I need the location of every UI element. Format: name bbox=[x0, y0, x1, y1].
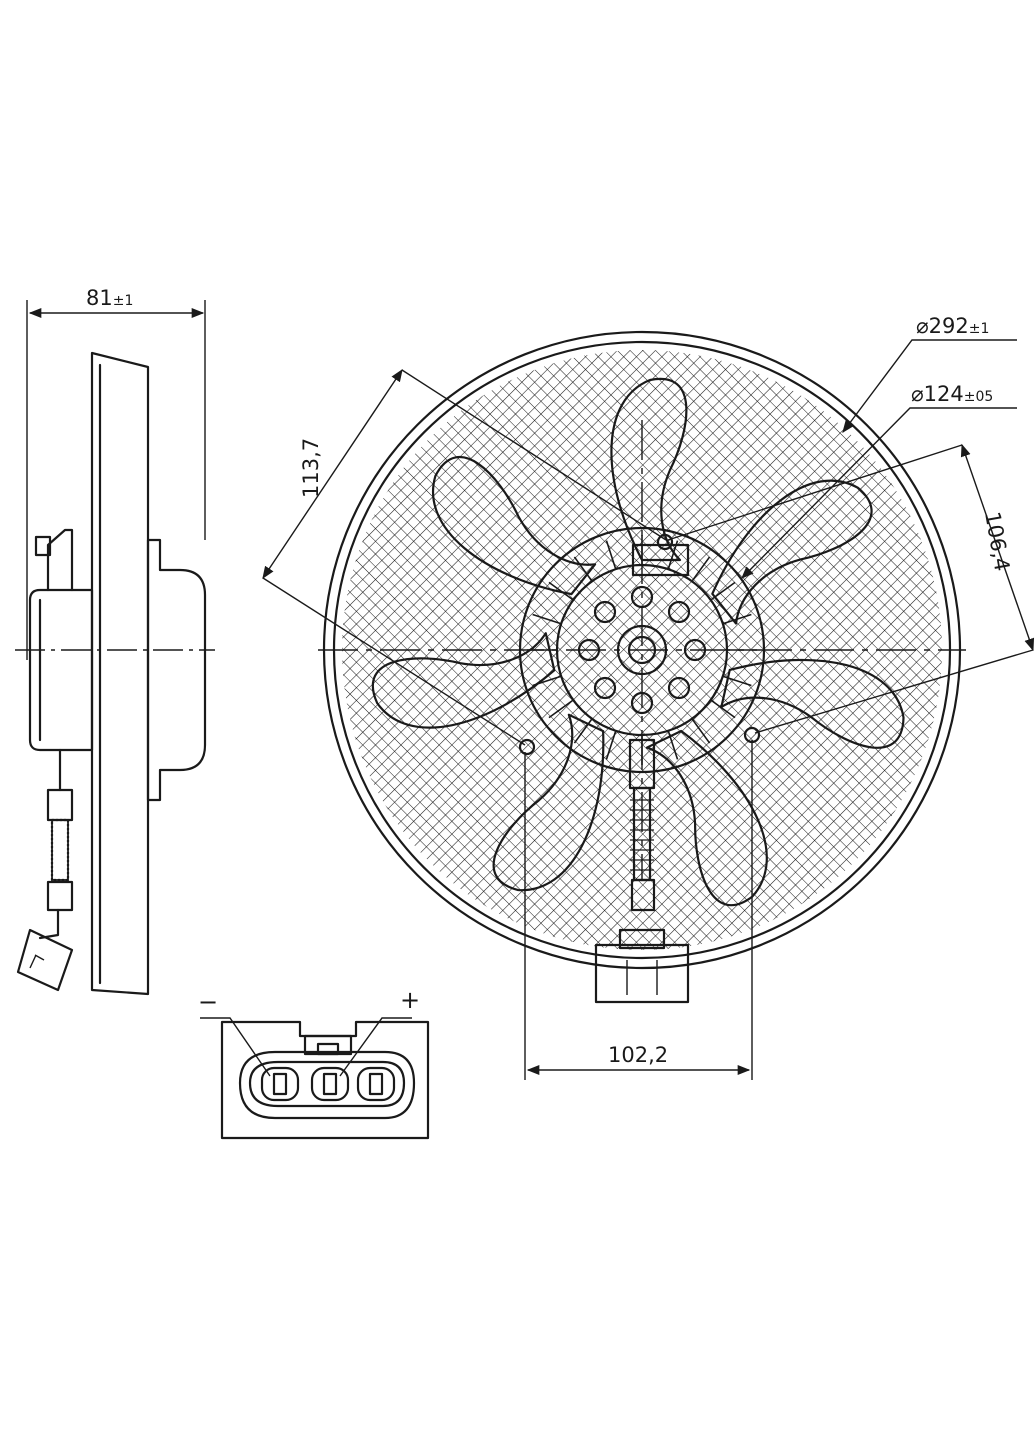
connector-housing bbox=[220, 1020, 430, 1140]
positive-terminal-label: + bbox=[400, 986, 420, 1014]
negative-terminal-label: − bbox=[198, 988, 218, 1016]
mount-left-dimension-label: 113,7 bbox=[299, 438, 323, 498]
side-cable-grommet bbox=[46, 788, 74, 822]
hub-diameter-label: ⌀124±05 bbox=[911, 382, 993, 406]
side-plug bbox=[16, 928, 74, 992]
connector-pins bbox=[260, 1066, 396, 1102]
mount-left-dimension-line bbox=[262, 368, 403, 580]
motor-can bbox=[146, 538, 207, 802]
negative-leader bbox=[200, 1017, 271, 1077]
shroud-frame bbox=[90, 351, 150, 996]
hub-diameter-leader bbox=[741, 407, 1017, 579]
mount-lug-left bbox=[518, 738, 536, 756]
top-bracket bbox=[631, 543, 690, 577]
front-view: ⌀292±1 ⌀124±05 113,7 106,4 102,2 bbox=[262, 314, 1035, 1080]
depth-dimension-label: 81±1 bbox=[86, 286, 133, 310]
front-plug bbox=[594, 943, 690, 1004]
mount-right-dimension-line bbox=[960, 443, 1035, 652]
outer-diameter-leader bbox=[842, 339, 1017, 434]
mount-lug-top bbox=[656, 533, 674, 551]
mount-bottom-dimension-label: 102,2 bbox=[608, 1043, 668, 1067]
side-view: 81±1 bbox=[15, 286, 215, 996]
mount-right-dimension-label: 106,4 bbox=[980, 510, 1014, 573]
motor-rear bbox=[28, 588, 94, 752]
positive-leader bbox=[339, 1017, 412, 1077]
connector-pinout: − + bbox=[198, 986, 430, 1140]
outer-diameter-label: ⌀292±1 bbox=[916, 314, 989, 338]
